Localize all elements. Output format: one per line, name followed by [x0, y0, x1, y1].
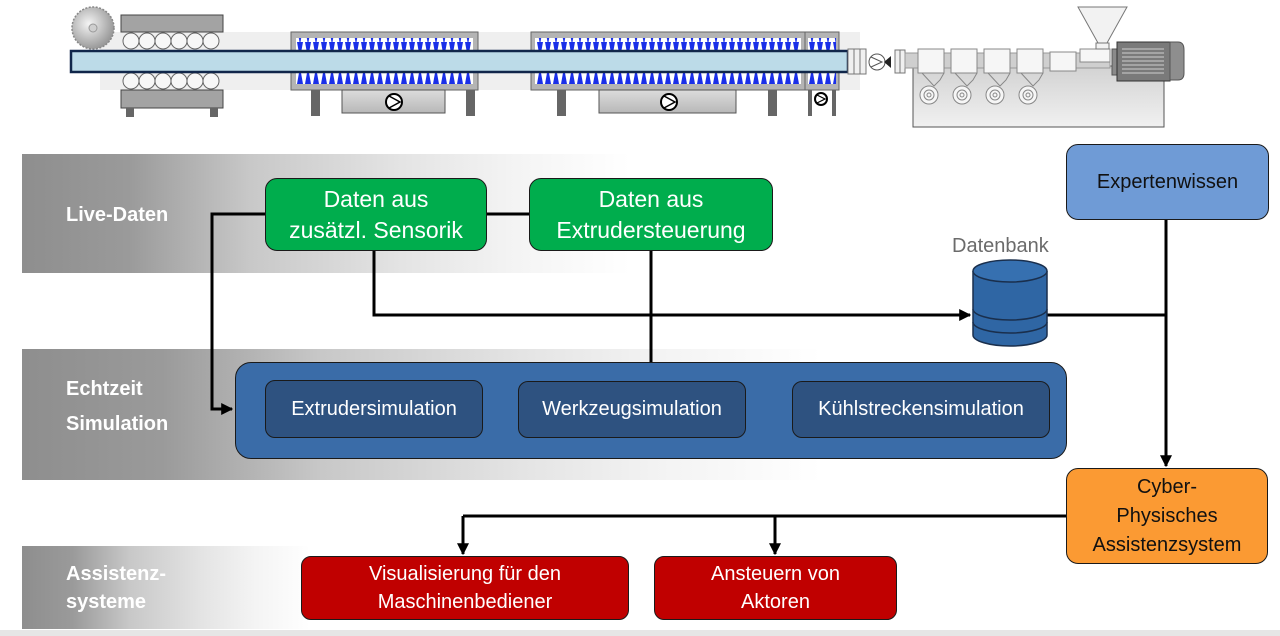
database-icon[interactable]: [971, 259, 1051, 351]
cooling-tank-small: [804, 31, 840, 116]
pump-icon: [660, 93, 678, 111]
node-expert-knowledge[interactable]: Expertenwissen: [1066, 144, 1269, 220]
haul-off-unit: [120, 14, 224, 117]
feed-hopper-icon: [1077, 6, 1128, 44]
drive-motor-icon: [1111, 41, 1185, 82]
node-actuator-control[interactable]: Ansteuern von Aktoren: [654, 556, 897, 620]
node-cyber-physical-assistance-system[interactable]: Cyber- Physisches Assistenzsystem: [1066, 468, 1268, 564]
extruded-profile: [69, 49, 850, 74]
band-label-realtime-line1: Echtzeit: [66, 378, 143, 400]
node-extruder-simulation[interactable]: Extrudersimulation: [265, 380, 483, 438]
node-tool-simulation[interactable]: Werkzeugsimulation: [518, 381, 746, 438]
node-sensor-data[interactable]: Daten aus zusätzl. Sensorik: [265, 178, 487, 251]
database-label: Datenbank: [952, 235, 1049, 257]
saw-blade-icon: [71, 6, 115, 50]
cooling-tank-1: [290, 31, 479, 116]
band-label-live-data: Live-Daten: [66, 204, 169, 226]
node-operator-visualization[interactable]: Visualisierung für den Maschinenbediener: [301, 556, 629, 620]
pump-icon: [385, 93, 403, 111]
extrusion-line-illustration: [69, 6, 1185, 128]
band-label-assist-line1: Assistenz-: [66, 563, 167, 585]
cooling-tank-2: [530, 31, 806, 116]
band-label-assist-line2: systeme: [66, 591, 147, 613]
node-extruder-control-data[interactable]: Daten aus Extrudersteuerung: [529, 178, 773, 251]
extruder: [904, 48, 1165, 128]
bottom-divider: [0, 630, 1280, 636]
extrusion-die: [847, 48, 906, 75]
band-label-realtime-line2: Simulation: [66, 413, 169, 435]
node-cooling-simulation[interactable]: Kühlstreckensimulation: [792, 381, 1050, 438]
